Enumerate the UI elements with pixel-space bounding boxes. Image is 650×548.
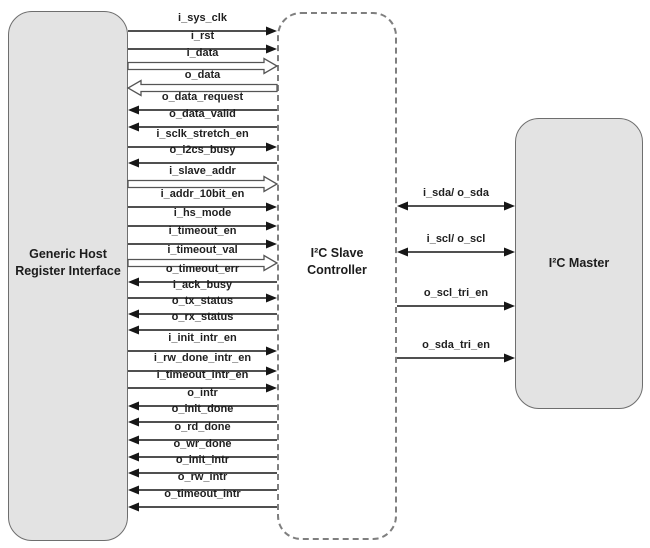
- signal-label-i_scl_o_scl: i_scl/ o_scl: [426, 233, 486, 245]
- arrowhead-left-o_rd_done: [128, 435, 139, 445]
- block-title-master: I²C Master: [516, 255, 642, 272]
- signal-label-i_timeout_en: i_timeout_en: [168, 225, 237, 237]
- arrowhead-left-o_timeout_intr: [128, 502, 139, 512]
- arrowhead-left-o_rw_intr: [128, 485, 139, 495]
- arrowhead-right-o_scl_tri_en: [504, 301, 515, 311]
- signal-label-i_rst: i_rst: [190, 30, 215, 42]
- signal-label-i_ack_busy: i_ack_busy: [172, 279, 233, 291]
- signal-label-o_init_done: o_init_done: [171, 403, 234, 415]
- arrowhead-left-o_i2cs_busy: [128, 158, 139, 168]
- signal-label-i_sda_o_sda: i_sda/ o_sda: [422, 187, 490, 199]
- arrowhead-left-o_init_intr: [128, 468, 139, 478]
- arrowhead-left-o_wr_done: [128, 452, 139, 462]
- arrowhead-right-i_addr_10bit_en: [266, 202, 277, 212]
- signal-label-i_rw_done_intr_en: i_rw_done_intr_en: [153, 352, 252, 364]
- signal-label-o_data_valid: o_data_valid: [169, 108, 236, 120]
- signal-label-o_init_intr: o_init_intr: [175, 454, 230, 466]
- block-title-master-line1: I²C Master: [548, 256, 610, 270]
- signal-label-o_timeout_intr: o_timeout_intr: [164, 488, 241, 500]
- signal-label-i_timeout_val: i_timeout_val: [167, 244, 238, 256]
- arrowhead-right-i_sda/ o_sda: [504, 201, 515, 211]
- block-title-slave: I²C Slave Controller: [279, 245, 395, 279]
- signal-label-i_hs_mode: i_hs_mode: [173, 207, 232, 219]
- block-title-slave-line2: Controller: [307, 263, 367, 277]
- signal-label-i_addr_10bit_en: i_addr_10bit_en: [160, 188, 245, 200]
- arrowhead-right-i_rw_done_intr_en: [266, 366, 277, 376]
- arrowhead-left-o_init_done: [128, 417, 139, 427]
- arrowhead-right-i_sclk_stretch_en: [266, 142, 277, 152]
- signal-label-o_timeout_err: o_timeout_err: [165, 263, 240, 275]
- block-title-host-line1: Generic Host: [29, 247, 107, 261]
- block-i2c-slave-controller: I²C Slave Controller: [277, 12, 397, 540]
- signal-label-o_tx_status: o_tx_status: [171, 295, 234, 307]
- arrowhead-left-o_intr: [128, 401, 139, 411]
- arrowhead-right-i_timeout_intr_en: [266, 383, 277, 393]
- block-title-host-line2: Register Interface: [15, 264, 121, 278]
- signal-label-i_slave_addr: i_slave_addr: [169, 165, 236, 177]
- arrowhead-right-o_sda_tri_en: [504, 353, 515, 363]
- block-generic-host-register-interface: Generic Host Register Interface: [8, 11, 128, 541]
- arrowhead-right-i_init_intr_en: [266, 346, 277, 356]
- signal-label-o_sda_tri_en: o_sda_tri_en: [422, 339, 490, 351]
- signal-label-o_data_request: o_data_request: [161, 91, 244, 103]
- arrowhead-left-i_sda/ o_sda: [397, 201, 408, 211]
- signal-label-i_sys_clk: i_sys_clk: [178, 12, 227, 24]
- arrowhead-left-o_data_valid: [128, 122, 139, 132]
- signal-label-i_data: i_data: [186, 47, 219, 59]
- signal-label-o_rx_status: o_rx_status: [171, 311, 234, 323]
- signal-label-o_rd_done: o_rd_done: [174, 421, 231, 433]
- arrowhead-left-i_scl/ o_scl: [397, 247, 408, 257]
- arrowhead-right-i_timeout_en: [266, 239, 277, 249]
- arrowhead-right-i_hs_mode: [266, 221, 277, 231]
- signal-label-o_i2cs_busy: o_i2cs_busy: [169, 144, 236, 156]
- signal-label-o_intr: o_intr: [187, 387, 218, 399]
- signal-label-i_timeout_intr_en: i_timeout_intr_en: [156, 369, 249, 381]
- arrowhead-right-i_sys_clk: [266, 26, 277, 36]
- signal-label-o_wr_done: o_wr_done: [173, 438, 232, 450]
- block-title-host: Generic Host Register Interface: [9, 246, 127, 280]
- arrowhead-left-o_rx_status: [128, 325, 139, 335]
- signal-label-o_scl_tri_en: o_scl_tri_en: [423, 287, 489, 299]
- arrowhead-right-i_rst: [266, 44, 277, 54]
- signal-label-o_data: o_data: [184, 69, 221, 81]
- signal-label-i_init_intr_en: i_init_intr_en: [168, 332, 237, 344]
- block-i2c-master: I²C Master: [515, 118, 643, 409]
- block-title-slave-line1: I²C Slave: [310, 246, 364, 260]
- arrowhead-left-o_timeout_err: [128, 277, 139, 287]
- signal-label-i_sclk_stretch_en: i_sclk_stretch_en: [156, 128, 249, 140]
- signal-label-o_rw_intr: o_rw_intr: [177, 471, 228, 483]
- arrowhead-left-o_tx_status: [128, 309, 139, 319]
- arrowhead-right-i_scl/ o_scl: [504, 247, 515, 257]
- arrowhead-right-i_ack_busy: [266, 293, 277, 303]
- arrowhead-left-o_data_request: [128, 105, 139, 115]
